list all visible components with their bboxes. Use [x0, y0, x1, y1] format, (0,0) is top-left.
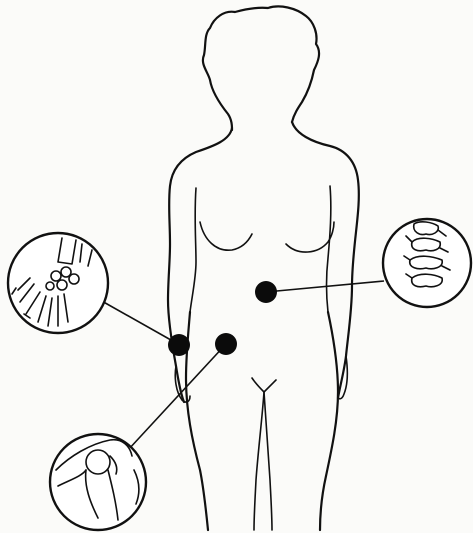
head-outline [203, 6, 319, 130]
left-breast-line [200, 222, 252, 250]
spine-callout-circle [383, 219, 471, 307]
spine-callout [383, 219, 471, 307]
inner-leg-left [254, 392, 264, 530]
spine-marker-dot [255, 281, 277, 303]
inner-leg-right [264, 392, 272, 530]
right-arm-inner-line [327, 186, 331, 312]
hip-leader-line [128, 344, 226, 450]
left-shoulder-outline [168, 128, 232, 402]
right-hip-leg-outline [320, 312, 338, 530]
left-arm-inner-line [190, 188, 196, 312]
right-breast-line [286, 222, 334, 252]
spine-leader-line [266, 281, 384, 292]
hip-callout [50, 434, 146, 530]
hip-marker-dot [215, 333, 237, 355]
wrist-marker-dot [168, 334, 190, 356]
wrist-leader-line [100, 300, 178, 344]
female-body-outline [168, 6, 359, 530]
groin-line [252, 378, 276, 392]
site-markers [168, 281, 277, 356]
hip-callout-circle [50, 434, 146, 530]
right-shoulder-outline [292, 122, 359, 398]
leader-lines [100, 281, 384, 450]
wrist-callout [8, 233, 108, 333]
